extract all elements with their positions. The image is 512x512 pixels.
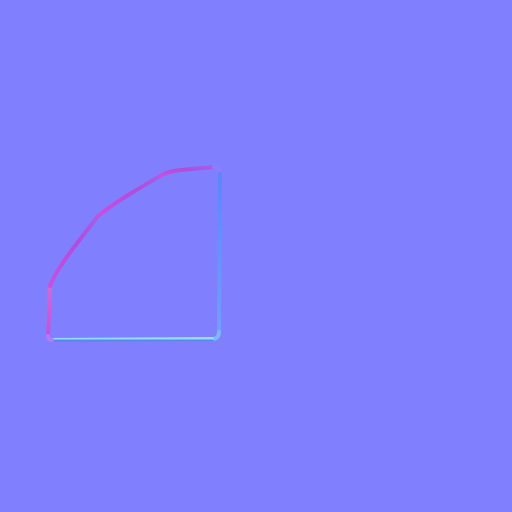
outline-upper-diagonal-edge: [96, 174, 162, 218]
outline-right-edge: [217, 172, 222, 334]
outline-top-edge: [158, 165, 216, 178]
outline-bottom-left-corner: [46, 334, 54, 342]
outline-left-edge: [46, 284, 52, 340]
outline-lower-diagonal-edge: [48, 214, 100, 288]
bevel-outline-shape: [46, 165, 222, 342]
outline-bottom-edge: [50, 337, 214, 342]
